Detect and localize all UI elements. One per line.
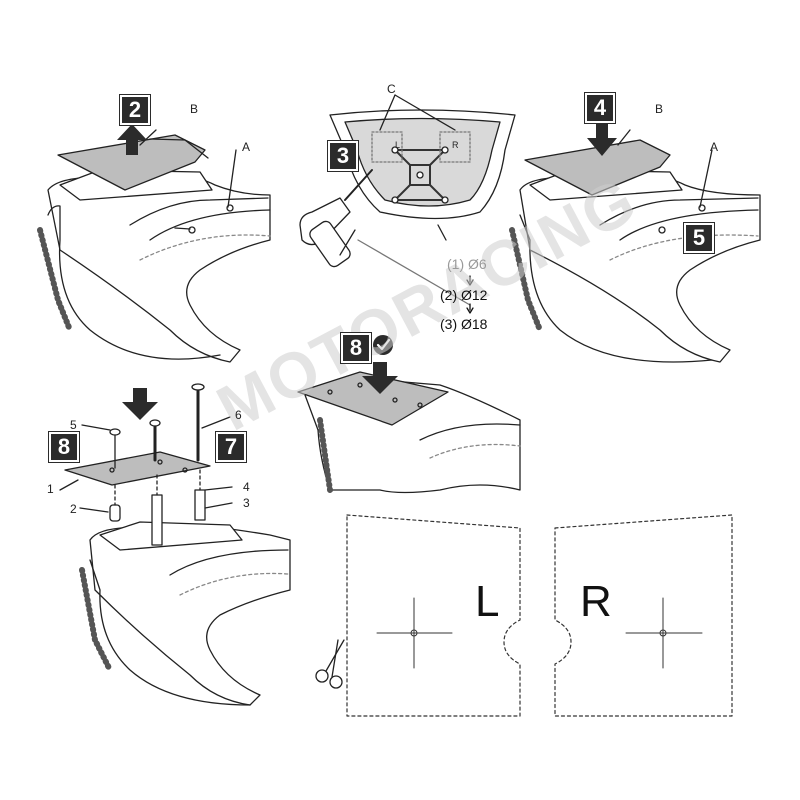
panel-step-8-final bbox=[297, 335, 521, 494]
step-8-badge: 8 bbox=[49, 432, 79, 462]
step-3-badge: 3 bbox=[328, 141, 358, 171]
arrow-down-icon bbox=[587, 122, 617, 156]
part-2: 2 bbox=[70, 502, 77, 516]
panel-step-2 bbox=[37, 124, 271, 363]
part-6: 6 bbox=[235, 408, 242, 422]
step-5-badge: 5 bbox=[684, 223, 714, 253]
part-4: 4 bbox=[243, 480, 250, 494]
drill-size-3: (3) Ø18 bbox=[440, 316, 488, 332]
crosshair-left bbox=[376, 597, 453, 669]
drill-size-2: (2) Ø12 bbox=[440, 287, 488, 303]
label-b-right: B bbox=[655, 102, 664, 116]
cutout-templates bbox=[346, 514, 733, 717]
crosshair-right bbox=[625, 597, 703, 669]
label-a-right: A bbox=[710, 140, 719, 154]
arrow-up-icon bbox=[117, 124, 147, 155]
step-7-badge: 7 bbox=[216, 432, 246, 462]
panel-step-8-exploded bbox=[59, 383, 291, 706]
panel-step-4 bbox=[509, 122, 761, 363]
scissors-icon bbox=[315, 639, 345, 689]
part-5: 5 bbox=[70, 418, 77, 432]
label-c: C bbox=[387, 82, 396, 96]
arrow-down-icon bbox=[362, 362, 398, 394]
template-left-letter: L bbox=[475, 577, 500, 626]
step-2-badge: 2 bbox=[120, 95, 150, 125]
label-b-left: B bbox=[190, 102, 199, 116]
part-3: 3 bbox=[243, 496, 250, 510]
drill-size-1: (1) Ø6 bbox=[447, 256, 487, 272]
label-a-left: A bbox=[242, 140, 251, 154]
arrow-down-icon bbox=[122, 388, 158, 420]
panel-step-3 bbox=[299, 94, 516, 314]
part-1: 1 bbox=[47, 482, 54, 496]
step-4-badge: 4 bbox=[585, 93, 615, 123]
step-8-final-badge: 8 bbox=[341, 333, 371, 363]
template-right-letter: R bbox=[580, 577, 612, 626]
label-l-small: L bbox=[395, 140, 401, 150]
label-r-small: R bbox=[452, 140, 459, 150]
